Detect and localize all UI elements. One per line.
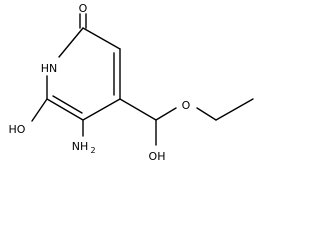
bond-c2-c3: [82, 27, 121, 50]
atom-label-hydroxy-bottom: OH: [149, 150, 166, 163]
structure-canvas: O HN HO NH 2 O OH: [8, 2, 254, 163]
atom-label-ether-oxygen: O: [182, 99, 191, 112]
bond-c4-c5: [82, 98, 121, 121]
bond-o-ch2: [196, 107, 217, 121]
bond-n1-c2: [58, 27, 84, 58]
atom-label-carbonyl-oxygen: O: [79, 2, 88, 15]
atom-label-amino: NH: [72, 140, 89, 153]
bond-c4-ch: [119, 98, 157, 121]
bond-ch2-ch3: [215, 98, 254, 121]
bond-ch-o-ether: [155, 107, 177, 121]
bond-c6-oh: [31, 98, 48, 122]
atom-label-amino-subscript: 2: [90, 146, 95, 155]
atom-label-ring-nitrogen: HN: [41, 62, 58, 75]
bond-c5-c6-single: [46, 98, 84, 121]
bond-c5-c6-double: [52, 95, 83, 114]
atom-label-hydroxy-left: HO: [9, 123, 26, 136]
molecule-drawing: O HN HO NH 2 O OH: [9, 2, 254, 163]
